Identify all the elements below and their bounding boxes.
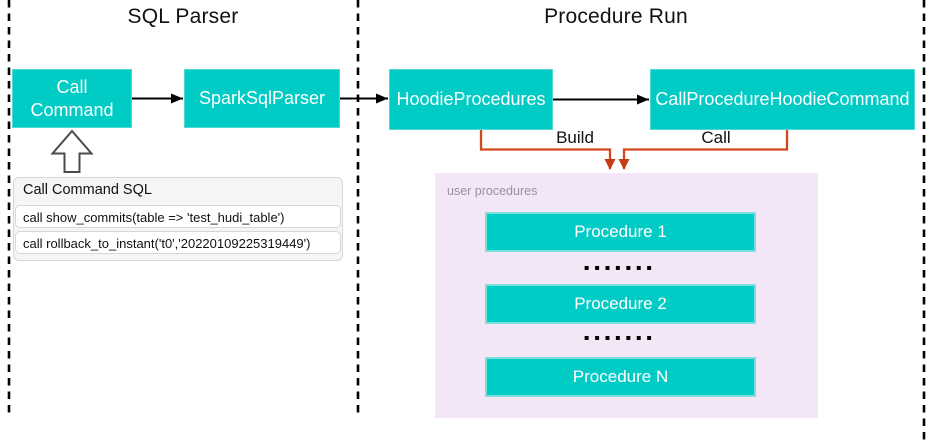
procedure-1-box: Procedure 1 <box>485 212 756 252</box>
user-procedures-panel: user procedures Procedure 1 ▪▪▪▪▪▪▪ Proc… <box>435 173 818 418</box>
up-block-arrow-icon <box>50 129 94 173</box>
build-connector-arrow-icon <box>479 130 616 170</box>
edge-label-build: Build <box>556 128 594 147</box>
ellipsis-dots: ▪▪▪▪▪▪▪ <box>584 333 657 342</box>
node-sparksqlparser-label: SparkSqlParser <box>198 88 326 109</box>
node-hoodieprocedures: HoodieProcedures <box>389 69 553 130</box>
procedure-n-box: Procedure N <box>485 357 756 397</box>
node-callprocedurehoodiecommand-label: CallProcedureHoodieCommand <box>655 89 910 110</box>
procedure-2-box: Procedure 2 <box>485 284 756 324</box>
section-title-sql-parser: SQL Parser <box>127 5 239 28</box>
node-call-command: Call Command <box>12 69 132 128</box>
node-sparksqlparser: SparkSqlParser <box>184 69 340 128</box>
sql-row-rollback-to-instant: call rollback_to_instant('t0','202201092… <box>15 231 341 254</box>
node-hoodieprocedures-label: HoodieProcedures <box>396 89 546 110</box>
user-procedures-label: user procedures <box>447 184 538 198</box>
node-callprocedurehoodiecommand: CallProcedureHoodieCommand <box>650 69 915 130</box>
node-call-command-label: Call Command <box>30 77 114 120</box>
call-command-sql-panel: Call Command SQL call show_commits(table… <box>13 177 343 261</box>
sql-row-show-commits: call show_commits(table => 'test_hudi_ta… <box>15 205 341 228</box>
sql-panel-title: Call Command SQL <box>23 182 152 198</box>
ellipsis-dots: ▪▪▪▪▪▪▪ <box>584 263 657 272</box>
section-title-procedure-run: Procedure Run <box>544 5 688 28</box>
call-connector-arrow-icon <box>618 130 789 170</box>
edge-label-call: Call <box>701 128 731 147</box>
